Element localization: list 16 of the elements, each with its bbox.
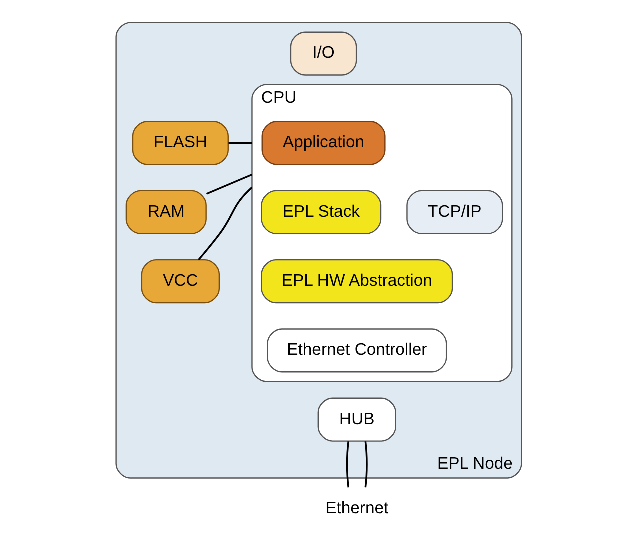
node-text: Ethernet (326, 498, 389, 518)
connector (364, 442, 368, 488)
node-box: HUB (318, 398, 396, 442)
node-box: I/O (290, 32, 358, 76)
connector (346, 442, 350, 488)
node-box: EPL HW Abstraction (261, 259, 454, 304)
node-box: FLASH (132, 121, 229, 166)
node-box: RAM (126, 190, 207, 234)
connector (206, 174, 253, 195)
connector (198, 186, 253, 260)
node-box: VCC (141, 259, 220, 304)
node-box: Application (262, 121, 386, 166)
node-box: EPL Stack (261, 190, 382, 234)
node-box: Ethernet Controller (267, 328, 448, 373)
connector (228, 142, 252, 144)
node-box: TCP/IP (406, 190, 504, 234)
